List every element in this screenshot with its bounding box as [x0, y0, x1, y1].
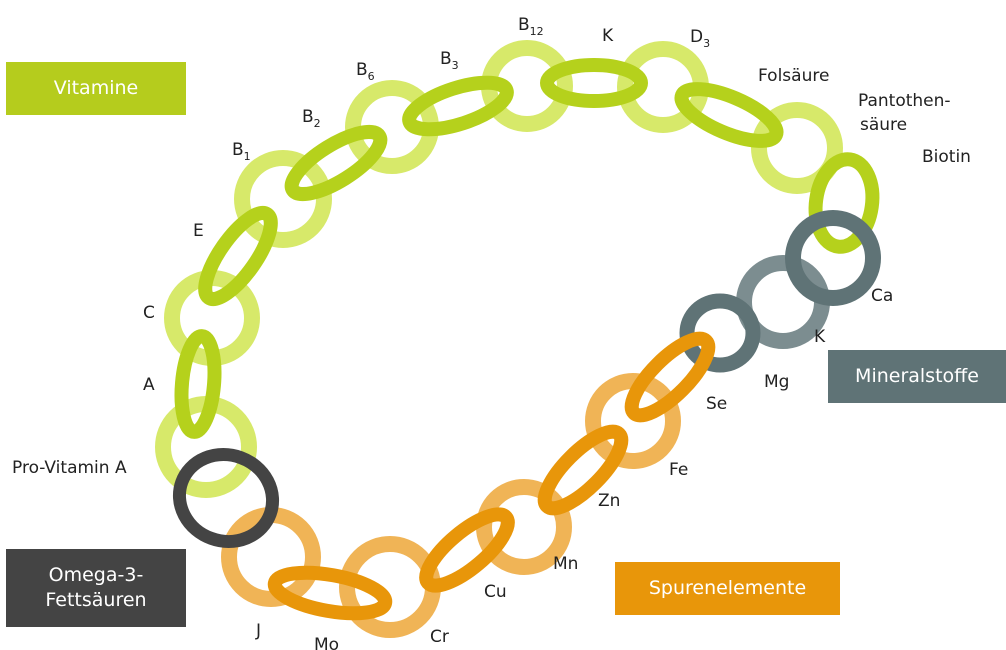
label-pantothen: Pantothen-: [858, 91, 951, 111]
chain-link-b1: [234, 150, 332, 248]
label-b12: B12: [518, 15, 544, 38]
chain-link-a: [174, 329, 222, 439]
category-mineral-label: Mineralstoffe: [855, 365, 979, 388]
chain-link-pantothen: [751, 102, 843, 194]
label-cr: Cr: [430, 627, 449, 647]
label-se: Se: [706, 394, 727, 414]
category-spuren-label: Spurenelemente: [648, 577, 807, 600]
label-j: J: [255, 621, 261, 641]
chain-link-e: [198, 205, 278, 307]
chain-link-se: [624, 331, 716, 423]
category-spurenelemente: Spurenelemente: [615, 562, 840, 615]
chain-link-omega: [172, 448, 280, 548]
chain-link-folsäure: [674, 82, 784, 148]
label-a: A: [143, 375, 155, 395]
label-k: K: [814, 327, 826, 347]
category-omega-line1: Omega-3-: [48, 564, 144, 587]
category-vitamine-label: Vitamine: [53, 77, 139, 100]
label-b1: B1: [232, 140, 251, 163]
label-cu: Cu: [484, 582, 507, 602]
label-b3: B3: [440, 49, 459, 72]
category-omega-3: Omega-3- Fettsäuren: [6, 549, 186, 627]
chain-links: [155, 40, 881, 638]
chain-link-zn: [537, 424, 629, 516]
label-pro-vitamin-a: Pro-Vitamin A: [12, 458, 127, 478]
chain-link-mn: [476, 479, 572, 575]
chain-link-b2: [284, 124, 388, 202]
label-e: E: [193, 221, 204, 241]
label-k: K: [602, 26, 614, 46]
chain-link-mo: [267, 565, 393, 621]
label-mg: Mg: [764, 372, 789, 392]
label-zn: Zn: [598, 491, 620, 511]
label-mo: Mo: [314, 635, 339, 650]
label-säure-line2: säure: [860, 115, 907, 135]
chain-link-fe: [585, 373, 681, 469]
chain-link-biotin: [808, 152, 880, 254]
label-c: C: [143, 303, 155, 323]
chain-link-cu: [419, 507, 515, 593]
label-biotin: Biotin: [922, 147, 971, 167]
chain-link-mg: [679, 293, 761, 373]
label-mn: Mn: [553, 554, 578, 574]
label-fe: Fe: [669, 460, 688, 480]
chain-link-b3: [402, 75, 514, 137]
category-vitamine: Vitamine: [6, 62, 186, 115]
category-omega-line2: Fettsäuren: [45, 589, 147, 611]
label-ca: Ca: [871, 286, 893, 306]
chain-link-k: [540, 58, 648, 108]
label-b2: B2: [302, 107, 321, 130]
label-folsäure: Folsäure: [758, 66, 829, 86]
category-mineralstoffe: Mineralstoffe: [828, 350, 1006, 403]
label-d3: D3: [690, 27, 710, 50]
label-b6: B6: [356, 60, 375, 83]
chain-link-ca: [785, 210, 881, 306]
